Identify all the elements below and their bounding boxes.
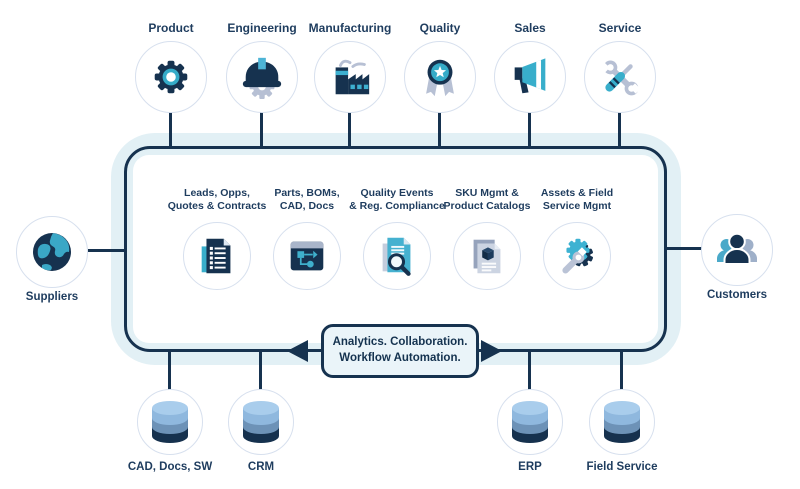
connector-line xyxy=(168,351,171,390)
database-icon xyxy=(243,401,279,443)
arrow-left-icon xyxy=(287,340,308,362)
database-icon xyxy=(152,401,188,443)
connector-line xyxy=(528,112,531,148)
node-field-service xyxy=(589,389,655,455)
connector-line xyxy=(259,351,262,390)
megaphone-icon xyxy=(514,58,546,94)
module-label-sku: SKU Mgmt & Product Catalogs xyxy=(443,187,531,213)
analytics-banner: Analytics. Collaboration. Workflow Autom… xyxy=(321,324,479,378)
connector-line xyxy=(348,112,351,148)
node-suppliers xyxy=(16,216,88,288)
node-product xyxy=(135,41,207,113)
connector-line xyxy=(528,351,531,390)
award-ribbon-icon xyxy=(426,59,454,97)
node-erp xyxy=(497,389,563,455)
top-label-engineering: Engineering xyxy=(227,21,297,35)
connector-line xyxy=(618,112,621,148)
bottom-label-crm: CRM xyxy=(247,461,275,473)
connector-line xyxy=(665,247,702,250)
top-label-product: Product xyxy=(148,21,194,35)
document-cube-icon xyxy=(473,239,501,274)
module-quality-events xyxy=(363,222,431,290)
bottom-label-field-service: Field Service xyxy=(586,461,658,473)
connector-line xyxy=(88,249,126,252)
connector-line xyxy=(260,112,263,148)
database-icon xyxy=(604,401,640,443)
module-sku xyxy=(453,222,521,290)
top-label-quality: Quality xyxy=(419,21,461,35)
node-quality xyxy=(404,41,476,113)
module-label-quality-events: Quality Events & Reg. Compliance xyxy=(349,187,445,213)
gear-icon xyxy=(154,60,188,94)
module-assets xyxy=(543,222,611,290)
connector-line xyxy=(169,112,172,148)
module-parts xyxy=(273,222,341,290)
top-label-manufacturing: Manufacturing xyxy=(308,21,392,35)
customers-label: Customers xyxy=(706,289,768,301)
module-label-assets: Assets & Field Service Mgmt xyxy=(540,187,614,213)
suppliers-label: Suppliers xyxy=(25,291,79,303)
node-cad-docs-sw xyxy=(137,389,203,455)
module-label-leads: Leads, Opps, Quotes & Contracts xyxy=(167,187,267,213)
crossed-tools-icon xyxy=(599,60,641,96)
top-label-service: Service xyxy=(598,21,642,35)
document-list-icon xyxy=(201,238,231,274)
people-icon xyxy=(717,232,757,265)
hard-hat-icon xyxy=(242,57,282,100)
connector-line xyxy=(438,112,441,148)
factory-icon xyxy=(335,59,370,95)
node-customers xyxy=(701,214,773,286)
gear-wrench-icon xyxy=(562,238,593,274)
bottom-label-cad-docs-sw: CAD, Docs, SW xyxy=(127,461,213,473)
arrow-right-icon xyxy=(481,340,502,362)
connector-line xyxy=(620,351,623,390)
node-service xyxy=(584,41,656,113)
top-label-sales: Sales xyxy=(514,21,546,35)
module-leads xyxy=(183,222,251,290)
globe-icon xyxy=(33,233,71,271)
node-crm xyxy=(228,389,294,455)
database-icon xyxy=(512,401,548,443)
node-sales xyxy=(494,41,566,113)
document-magnifier-icon xyxy=(382,237,411,276)
flowchart-window-icon xyxy=(290,241,324,271)
module-label-parts: Parts, BOMs, CAD, Docs xyxy=(274,187,340,213)
node-manufacturing xyxy=(314,41,386,113)
bottom-label-erp: ERP xyxy=(518,461,542,473)
node-engineering xyxy=(226,41,298,113)
